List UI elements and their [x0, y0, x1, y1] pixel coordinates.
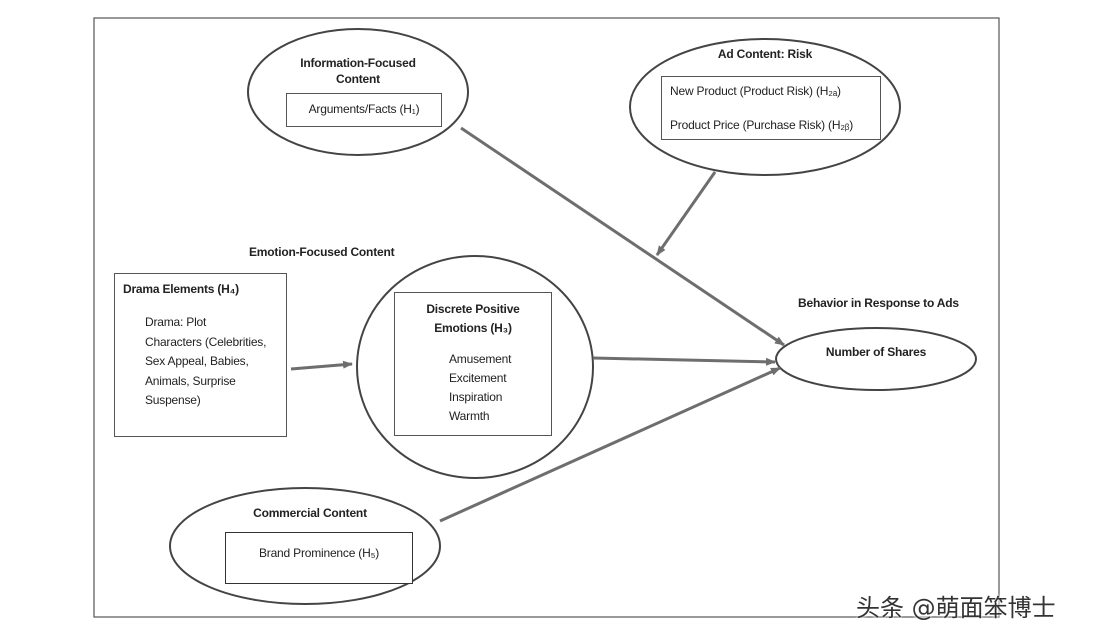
arrow-drama-to-emotions [290, 360, 353, 371]
information-content-ellipse [247, 28, 469, 156]
ad-risk-item-product-price: Product Price (Purchase Risk) (H₂ᵦ) [670, 118, 853, 132]
ad-risk-box: New Product (Product Risk) (H₂ₐ) Product… [661, 76, 881, 140]
discrete-emotions-ellipse [356, 255, 594, 479]
emotion-item: Amusement [449, 352, 512, 366]
ad-risk-ellipse [629, 38, 901, 176]
arrow-commercial-to-shares [439, 366, 781, 523]
arguments-facts-box: Arguments/Facts (H₁) [286, 93, 442, 127]
commercial-content-title: Commercial Content [253, 506, 367, 520]
commercial-content-ellipse [169, 487, 441, 605]
number-of-shares-label: Number of Shares [825, 345, 927, 359]
discrete-emotions-box: Discrete Positive Emotions (H₃) Amusemen… [394, 292, 552, 436]
drama-line: Drama: Plot [145, 315, 207, 329]
information-content-title: Information-Focused Content [268, 55, 448, 87]
diagram-frame [93, 17, 1000, 618]
ad-risk-item-new-product: New Product (Product Risk) (H₂ₐ) [670, 84, 841, 98]
discrete-emotions-title: Discrete Positive Emotions (H₃) [395, 300, 551, 338]
drama-line: Animals, Surprise [145, 373, 236, 388]
drama-elements-list: Drama: Plot Characters (Celebrities, Sex… [145, 313, 266, 411]
arrow-information-to-shares [460, 126, 785, 347]
information-content-title-line2: Content [336, 72, 380, 86]
arrow-risk-to-path [655, 171, 717, 256]
discrete-emotions-title-line1: Discrete Positive [426, 302, 520, 316]
behavior-title: Behavior in Response to Ads [798, 296, 959, 310]
drama-line: Sex Appeal, Babies, [145, 354, 249, 368]
arrow-emotions-to-shares [592, 356, 776, 366]
emotion-item: Warmth [449, 409, 490, 423]
watermark-text: 头条 @萌面笨博士 [856, 594, 1056, 622]
drama-line: Characters (Celebrities, [145, 334, 267, 349]
behavior-ellipse [775, 327, 977, 391]
discrete-emotions-list: Amusement Excitement Inspiration Warmth [449, 350, 511, 426]
arguments-facts-label: Arguments/Facts (H₁) [308, 102, 420, 116]
ad-risk-title: Ad Content: Risk [717, 47, 813, 61]
emotion-item: Inspiration [449, 390, 503, 404]
discrete-emotions-title-line2: Emotions (H₃) [434, 321, 512, 335]
brand-prominence-box: Brand Prominence (H₅) [225, 532, 413, 584]
drama-elements-title: Drama Elements (H₄) [123, 282, 239, 296]
drama-line: Suspense) [145, 393, 201, 407]
emotion-content-title: Emotion-Focused Content [249, 245, 395, 259]
information-content-title-line1: Information-Focused [300, 56, 416, 70]
brand-prominence-label: Brand Prominence (H₅) [258, 546, 379, 560]
drama-elements-box: Drama Elements (H₄) Drama: Plot Characte… [114, 273, 287, 437]
emotion-item: Excitement [449, 371, 507, 385]
